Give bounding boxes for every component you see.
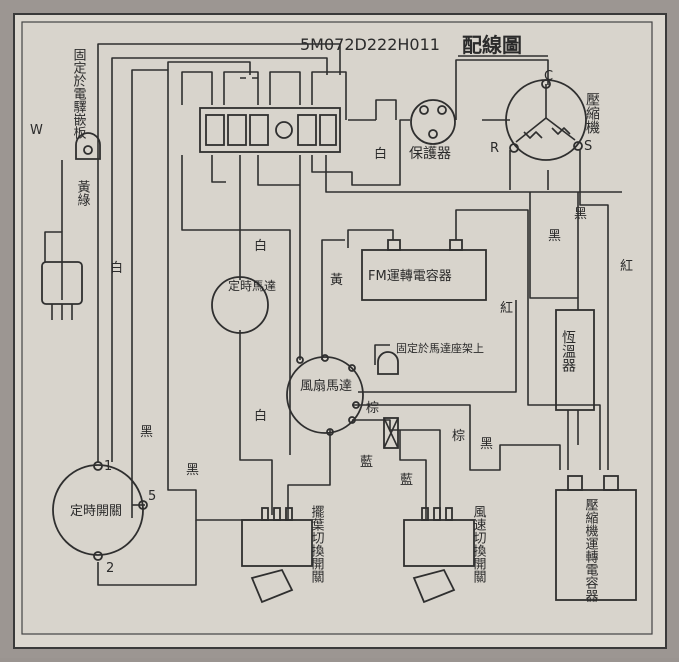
label-black-comp2: 黑 (574, 207, 587, 222)
swing-switch-label: 擺葉切換開關 (309, 505, 325, 583)
timer-motor (211, 276, 269, 334)
timer-motor-label: 定時馬達 (228, 278, 276, 293)
label-black-fan: 黑 (480, 437, 493, 452)
fan-motor-label: 風扇馬達 (300, 378, 352, 394)
compressor-capacitor (555, 475, 637, 601)
compressor-capacitor-label: 壓縮機運轉電容器 (583, 498, 599, 603)
power-plug (41, 261, 83, 320)
label-yellow: 黃 (330, 273, 343, 288)
diagram-heading: 配線圖 (462, 33, 522, 57)
fm-capacitor (361, 239, 487, 301)
fan-mount-label: 固定於馬達座架上 (396, 341, 484, 355)
compressor (505, 79, 587, 161)
label-red-cap: 紅 (500, 301, 513, 316)
ground-clip (75, 132, 101, 160)
protector-label: 保護器 (409, 146, 451, 162)
fan-motor-mount-clip (377, 351, 399, 375)
terminal-s: S (584, 139, 592, 154)
label-red-right: 紅 (620, 259, 633, 274)
label-blue-1: 藍 (360, 455, 373, 470)
terminal-1: 1 (104, 459, 112, 474)
label-w: W (30, 123, 43, 138)
compressor-label: 壓縮機 (584, 92, 600, 135)
wires (44, 43, 622, 586)
fuse-element (383, 417, 399, 449)
label-black-swing: 黑 (186, 463, 199, 478)
model-number: 5M072D222H011 (300, 35, 440, 54)
thermostat (555, 309, 595, 411)
label-white-left: 白 (110, 260, 123, 276)
label-white-protector: 白 (374, 146, 387, 162)
fan-speed-switch (403, 507, 475, 604)
fan-speed-switch-label: 風速切換開關 (471, 505, 487, 583)
label-blue-2: 藍 (400, 473, 413, 488)
timer-switch-label: 定時開關 (70, 504, 122, 519)
label-white-timer-low: 白 (254, 408, 267, 424)
label-black-comp: 黑 (548, 229, 561, 244)
label-brown-2: 棕 (452, 429, 465, 444)
label-yellow-green: 黃綠 (75, 180, 91, 206)
terminal-5: 5 (148, 489, 156, 504)
timer-switch (52, 461, 148, 561)
fan-motor (286, 354, 364, 436)
label-black-left: 黑 (140, 425, 153, 440)
thermostat-label: 恆溫器 (560, 330, 576, 372)
terminal-c: C (544, 69, 553, 84)
fm-capacitor-label: FM運轉電容器 (368, 268, 452, 284)
label-brown-1: 棕 (366, 401, 379, 416)
label-white-timer: 白 (254, 238, 267, 254)
inner-frame (21, 21, 653, 635)
relay-board (199, 107, 341, 153)
swing-switch (241, 507, 313, 604)
bracket-note: 固定於電驛嵌板 (71, 48, 87, 140)
terminal-r: R (490, 141, 499, 156)
terminal-2: 2 (106, 561, 114, 576)
protector (410, 99, 456, 145)
